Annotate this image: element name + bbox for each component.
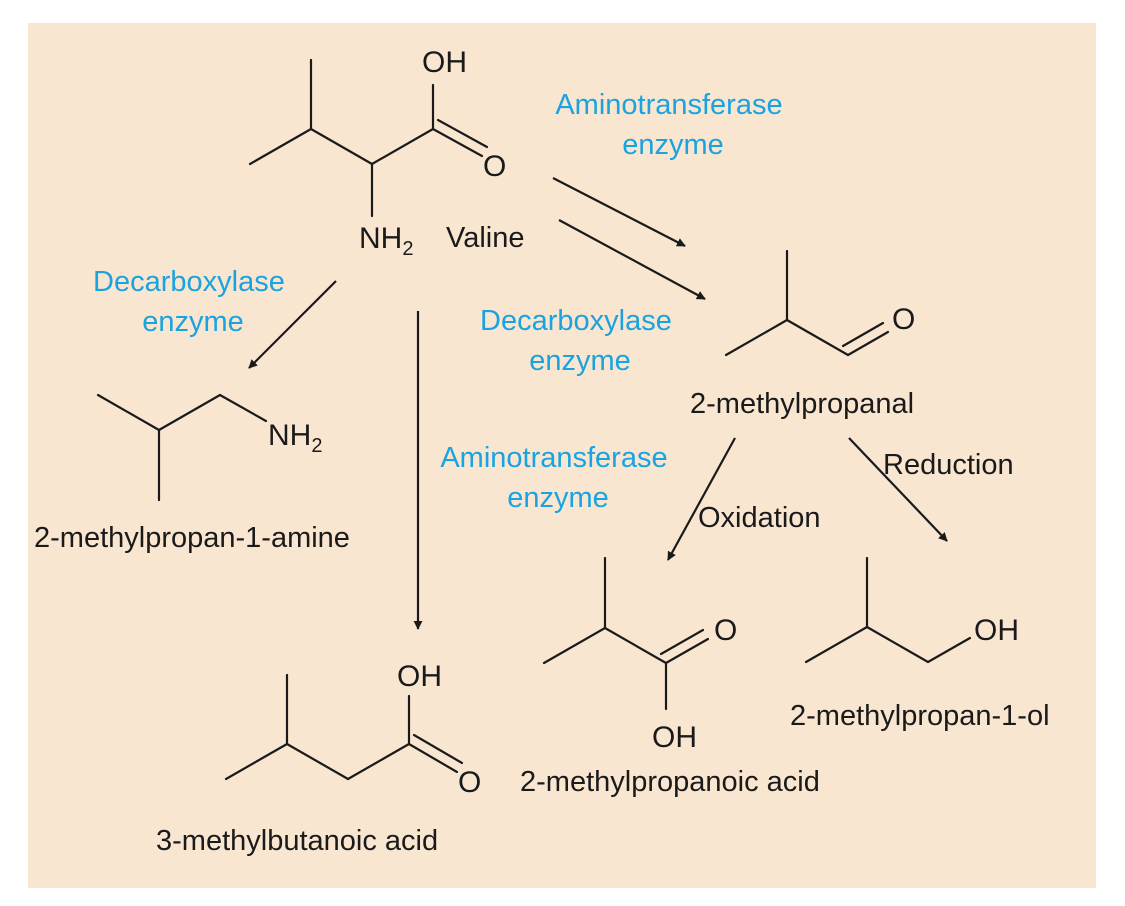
propanoic-o-label: O <box>714 614 737 647</box>
arrow-aminotransferase-top <box>552 177 686 247</box>
arrow-oxidation <box>667 437 736 561</box>
aldehyde-name: 2-methylpropanal <box>690 388 914 420</box>
valine-structure: OH O NH2 <box>248 46 506 260</box>
valine-o-label: O <box>483 150 506 183</box>
butanoic-o-label: O <box>458 766 481 799</box>
butanoic-acid-structure: OH O <box>224 660 481 799</box>
alcohol-oh-label: OH <box>974 614 1019 647</box>
propanoic-acid-structure: O OH <box>542 556 737 754</box>
propanoic-acid-name: 2-methylpropanoic acid <box>520 766 820 798</box>
diagram-panel: OH O NH2 Valine O 2-methylpropanal NH2 2… <box>28 23 1096 888</box>
aminotransferase-top-label: Aminotransferase enzyme <box>555 89 790 161</box>
pathway-diagram: OH O NH2 Valine O 2-methylpropanal NH2 2… <box>34 46 1050 857</box>
valine-name: Valine <box>446 222 524 254</box>
decarboxylase-left-label: Decarboxylase enzyme <box>93 266 293 338</box>
propanoic-oh-label: OH <box>652 721 697 754</box>
butanoic-acid-name: 3-methylbutanoic acid <box>156 825 438 857</box>
oxidation-label: Oxidation <box>698 502 821 534</box>
amine-nh2-label: NH2 <box>268 419 322 457</box>
amine-structure: NH2 <box>96 393 322 502</box>
arrow-reduction <box>848 437 948 542</box>
valine-oh-label: OH <box>422 46 467 79</box>
valine-nh2-label: NH2 <box>359 222 413 260</box>
arrow-decarboxylase-middle <box>558 219 706 300</box>
aminotransferase-middle-label: Aminotransferase enzyme <box>440 442 675 514</box>
butanoic-oh-label: OH <box>397 660 442 693</box>
decarboxylase-middle-label: Decarboxylase enzyme <box>480 305 680 377</box>
alcohol-structure: OH <box>804 556 1019 664</box>
alcohol-name: 2-methylpropan-1-ol <box>790 700 1050 732</box>
reduction-label: Reduction <box>883 449 1014 481</box>
amine-name: 2-methylpropan-1-amine <box>34 522 350 554</box>
aldehyde-structure: O <box>724 249 915 357</box>
arrow-decarboxylase-left <box>248 280 337 369</box>
aldehyde-o-label: O <box>892 303 915 336</box>
